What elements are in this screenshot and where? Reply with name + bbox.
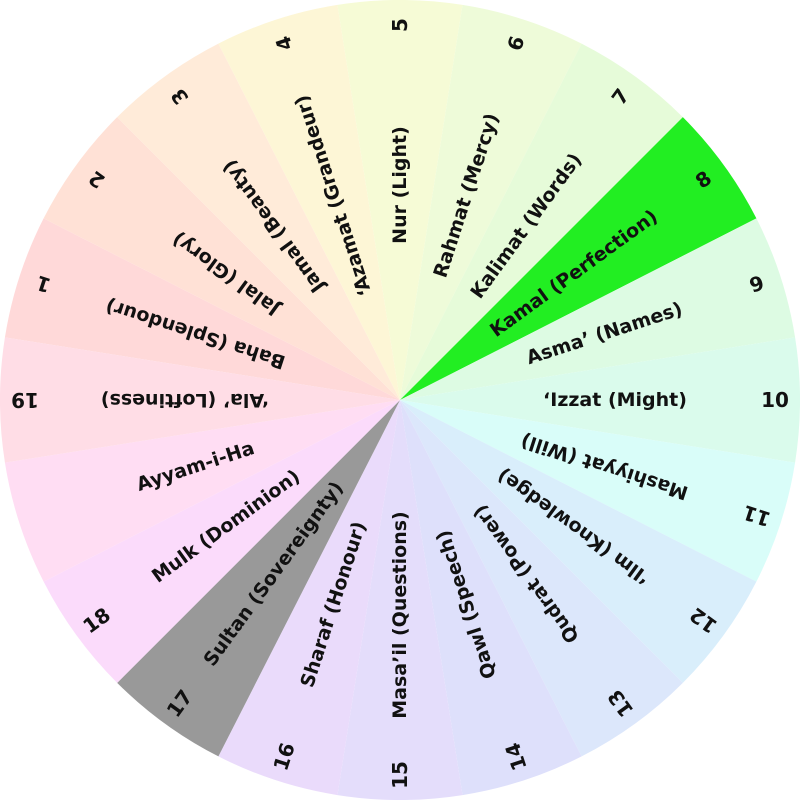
segment-14 [400,400,582,796]
segment-name-5: Nur (Light) [389,126,411,244]
segment-7 [400,43,683,400]
segment-2 [43,117,400,400]
segment-name-15: Masa’il (Questions) [389,511,411,718]
segment-10 [400,337,800,463]
segment-20 [0,337,400,463]
segment-name-10: ‘Izzat (Might) [543,389,687,411]
segment-13 [400,400,683,757]
segment-number-20: 19 [11,388,39,412]
segment-number-10: 10 [761,388,789,412]
segment-8 [400,117,757,400]
segment-9 [400,218,796,400]
segment-11 [400,400,796,582]
segment-19 [4,400,400,582]
segment-15 [337,400,463,800]
segment-name-20: ‘Ala’ (Loftiness) [101,389,269,411]
segment-17 [117,400,400,757]
segment-16 [218,400,400,796]
segment-1 [4,218,400,400]
segment-18 [43,400,400,683]
segment-number-5: 5 [388,18,412,32]
segment-4 [218,4,400,400]
segment-3 [117,43,400,400]
segment-number-15: 15 [388,761,412,789]
segment-12 [400,400,757,683]
segment-6 [400,4,582,400]
segment-5 [337,0,463,400]
